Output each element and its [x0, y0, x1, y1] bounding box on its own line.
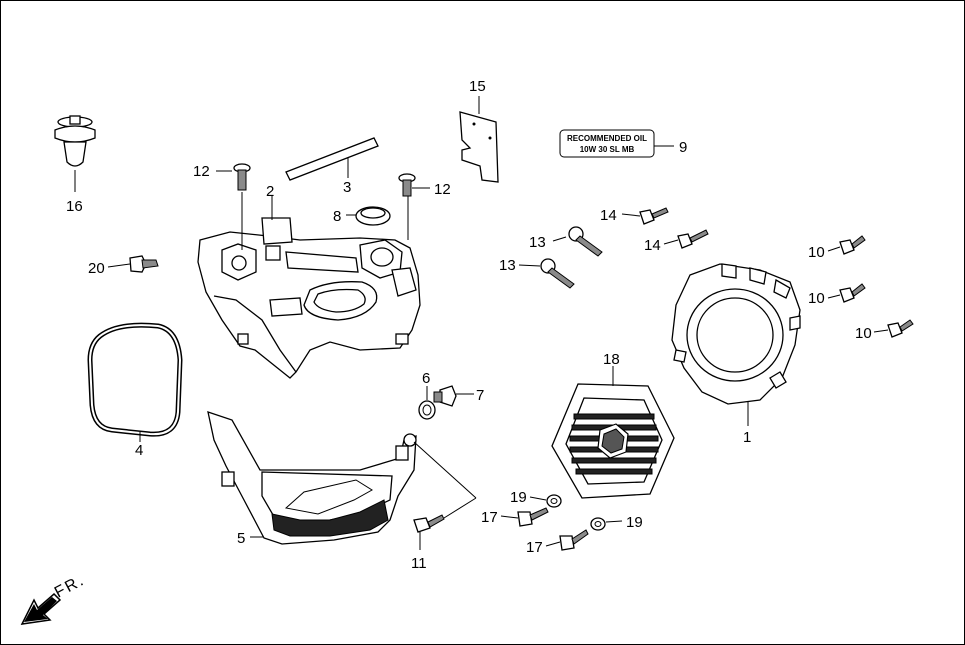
callout-14-upper: 14: [600, 207, 617, 224]
collar-part-6: [418, 386, 436, 420]
bolt-part-17-lower: [545, 529, 589, 551]
bolt-part-17-upper: [500, 507, 549, 527]
callout-10-c: 10: [855, 325, 872, 342]
upper-shroud-part-2: [197, 192, 421, 379]
strip-part-3: [285, 137, 379, 181]
clip-part-20: [107, 255, 159, 273]
bolt-part-13-upper: [552, 226, 603, 257]
callout-10-a: 10: [808, 244, 825, 261]
callout-4: 4: [135, 442, 143, 459]
grommet-part-8: [346, 206, 391, 226]
callout-16: 16: [66, 198, 83, 215]
callout-11: 11: [411, 555, 427, 572]
callout-20: 20: [88, 260, 105, 277]
bolt-part-14-lower: [663, 229, 709, 249]
oil-label-part-9: [559, 129, 674, 158]
plate-part-15: [459, 96, 499, 183]
callout-14-lower: 14: [644, 237, 661, 254]
callout-10-b: 10: [808, 290, 825, 307]
bolt-part-14-upper: [621, 207, 669, 225]
fan-cover-part-18: [551, 366, 675, 499]
gasket-part-4: [87, 322, 183, 442]
callout-18: 18: [603, 351, 620, 368]
washer-part-19-lower: [590, 517, 623, 531]
callout-19-upper: 19: [510, 489, 527, 506]
callout-2: 2: [266, 183, 274, 200]
bolt-part-12-right: [398, 173, 430, 197]
callout-12-left: 12: [193, 163, 210, 180]
bolt-part-13-lower: [518, 258, 575, 289]
callout-6: 6: [422, 370, 430, 387]
callout-17-upper: 17: [481, 509, 498, 526]
callout-8: 8: [333, 208, 341, 225]
callout-15: 15: [469, 78, 486, 95]
callout-17-lower: 17: [526, 539, 543, 556]
bolt-part-10-c: [873, 319, 914, 338]
lower-cover-part-5: [207, 411, 417, 545]
fan-shroud-part-1: [671, 263, 801, 426]
callout-19-lower: 19: [626, 514, 643, 531]
bolt-part-12-left: [216, 163, 251, 191]
callout-5: 5: [237, 530, 245, 547]
bolt-part-11: [413, 441, 477, 550]
front-direction-text: FR.: [52, 572, 88, 602]
callout-13-lower: 13: [499, 257, 516, 274]
callout-12-right: 12: [434, 181, 451, 198]
bolt-part-10-b: [827, 283, 866, 303]
callout-1: 1: [743, 429, 751, 446]
bushing-part-7: [433, 385, 474, 407]
oil-label-line-2: 10W 30 SL MB: [580, 145, 635, 154]
callout-7: 7: [476, 387, 484, 404]
callout-9: 9: [679, 139, 687, 156]
washer-part-19-upper: [529, 494, 562, 508]
front-direction-arrow-icon: [20, 592, 62, 625]
oil-label-line-1: RECOMMENDED OIL: [567, 134, 647, 143]
callout-3: 3: [343, 179, 351, 196]
callout-13-upper: 13: [529, 234, 546, 251]
push-clip-part-16: [54, 115, 96, 192]
bolt-part-10-a: [827, 235, 866, 255]
